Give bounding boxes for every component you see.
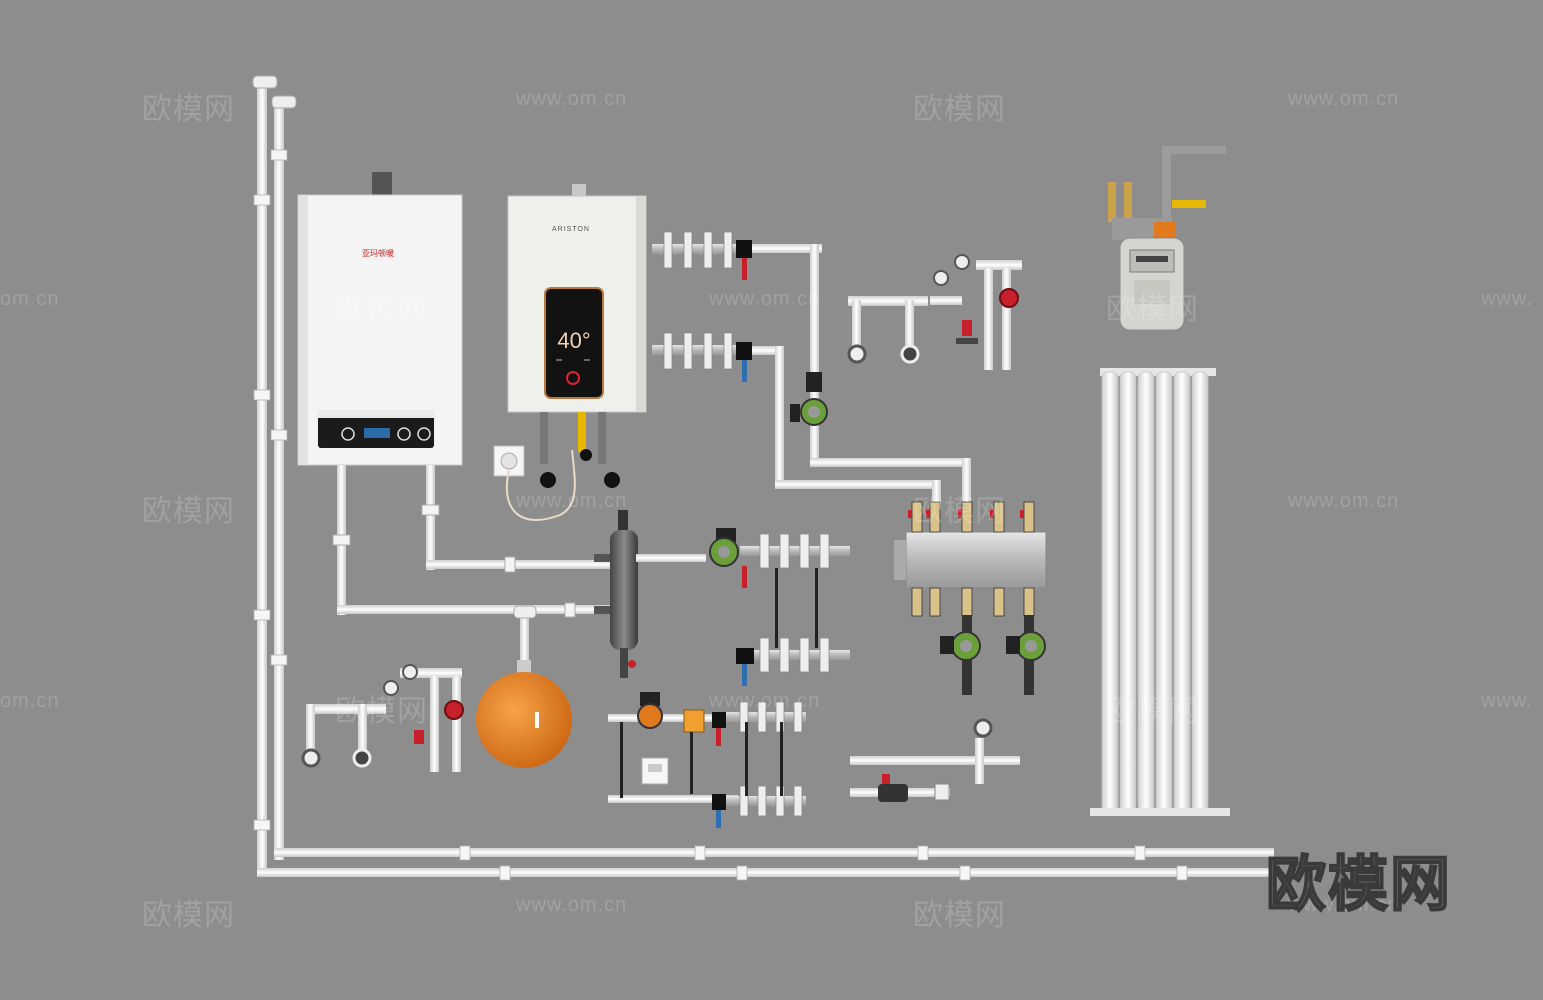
- watermark-url: www.om.cn: [1288, 490, 1400, 512]
- hydraulic-separator: [594, 510, 706, 678]
- pump-manifold-center: [709, 528, 850, 686]
- boiler-pipes: [332, 465, 622, 662]
- circulation-pump-top: [790, 372, 828, 426]
- watermark-cn: 欧模网: [913, 494, 1006, 529]
- manifold-pumps: [940, 615, 1046, 695]
- pipe-fittings: [850, 718, 1020, 802]
- watermark-url-fragment: www.: [1481, 288, 1533, 310]
- watermark-url: www.om.cn: [516, 490, 628, 512]
- watermark-cn: 欧模网: [142, 92, 235, 127]
- watermark-url: www.om.cn: [516, 894, 628, 916]
- watermark-url: www.om.cn: [709, 690, 821, 712]
- watermark-cn: 欧模网: [335, 292, 428, 327]
- watermark-url: www.om.cn: [1288, 894, 1400, 916]
- gas-meter: [1108, 146, 1226, 331]
- power-socket: [493, 445, 576, 521]
- top-manifold-upper: [652, 231, 822, 374]
- mixing-station: [608, 692, 806, 828]
- watermark-url: www.om.cn: [709, 288, 821, 310]
- watermark-cn: 欧模网: [335, 694, 428, 729]
- watermark-cn: 欧模网: [142, 494, 235, 529]
- heater-connections: [540, 412, 620, 488]
- watermark-url-partial: om.cn: [0, 288, 60, 310]
- watermark-url-partial: om.cn: [0, 690, 60, 712]
- valve-group-bottom-left: [301, 664, 464, 772]
- heater-display: [544, 287, 604, 399]
- watermark-url-fragment: www.: [1481, 690, 1533, 712]
- pipe-clips: [253, 149, 1188, 881]
- main-supply-pipe: [252, 75, 1277, 877]
- main-return-pipe: [271, 95, 1274, 860]
- gas-boiler: [297, 172, 463, 466]
- valve-group-top: [847, 254, 1022, 370]
- column-radiator: [1090, 368, 1230, 816]
- watermark-url: www.om.cn: [516, 88, 628, 110]
- boiler-brand-label: 亚玛顿暖: [362, 249, 394, 258]
- site-logo: 欧模网: [1265, 849, 1452, 921]
- watermark-cn: 欧模网: [913, 898, 1006, 933]
- expansion-tank: [476, 660, 572, 768]
- watermark-cn: 欧模网: [142, 898, 235, 933]
- water-heater: [507, 184, 647, 413]
- watermark-url: www.om.cn: [1288, 88, 1400, 110]
- water-heater-temperature-readout: 40°: [557, 328, 591, 353]
- watermark-cn: 欧模网: [913, 92, 1006, 127]
- watermark-cn: 欧模网: [1106, 694, 1199, 729]
- main-distribution-manifold: [894, 501, 1047, 617]
- watermark-cn: 欧模网: [1106, 292, 1199, 327]
- water-heater-brand-label: ARISTON: [552, 226, 590, 233]
